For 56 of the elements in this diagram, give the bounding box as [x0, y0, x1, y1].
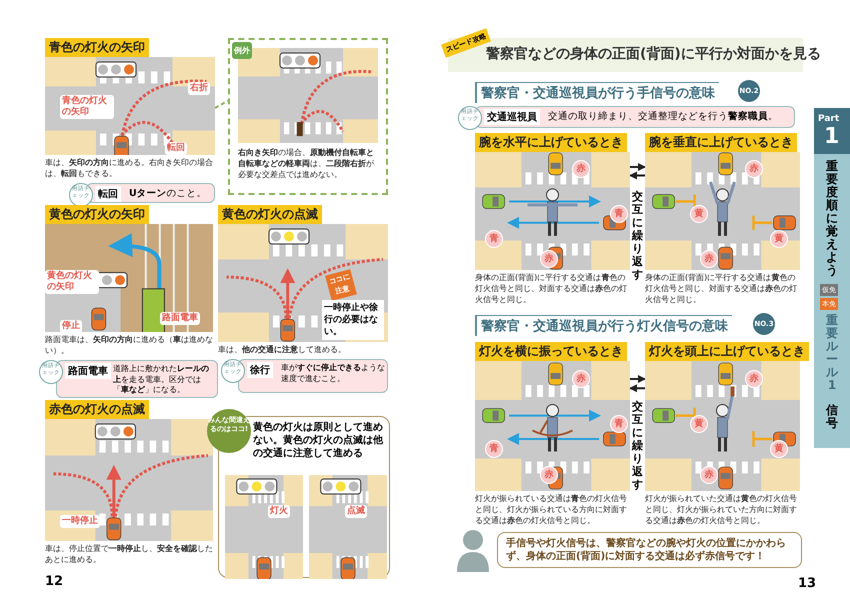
caption-text: 灯火が振られている交通は青色の灯火信号と同じ、灯火が振られている方向に対面する交通は赤色の灯火信号と同じ。	[475, 493, 628, 526]
vertical-note: 交互に繰り返す	[631, 190, 644, 281]
connector-line	[630, 163, 646, 171]
speech-bubble	[497, 532, 802, 568]
drawing-label: 路面電車	[160, 312, 200, 325]
tab-vertical-text: 信号	[825, 404, 839, 430]
section-heading: 灯火を頭上に上げているとき	[645, 342, 809, 361]
caption-text: 車は、他の交通に注意して進める。	[218, 344, 347, 355]
term-word: 交通巡視員	[484, 109, 540, 125]
connector-line	[629, 172, 645, 180]
caption-text: 身体の正面(背面)に平行する交通は青色の灯火信号と同じ、対面する交通は赤色の灯火信号と同じ。	[475, 272, 628, 305]
caption-text: 身体の正面(背面)に平行する交通は黄色の灯火信号と同じ、対面する交通は赤色の灯火信号と同じ。	[645, 272, 798, 305]
page-number: 12	[45, 576, 64, 587]
drawing-label: 一時停止	[60, 515, 100, 528]
caption-text: 右向き矢印の場合、原動機付自転車と自転車などの軽車両は、二段階右折が必要な交差点では進めない。	[238, 147, 375, 180]
term-definition: 車がすぐに停止できるような速度で進むこと。	[281, 363, 385, 384]
tab-number: 1	[824, 124, 840, 149]
caption-text: 車は、停止位置で一時停止し、安全を確認したあとに進める。	[45, 543, 213, 565]
section-heading: 黄色の灯火の矢印	[45, 205, 149, 224]
drawing-label: 右折	[188, 82, 210, 95]
drawing-label: 青色の灯火の矢印	[60, 95, 114, 119]
connector-line	[214, 100, 228, 109]
term-word: 徐行	[247, 362, 273, 378]
vertical-note: 交互に繰り返す	[631, 400, 644, 491]
section-heading: 腕を垂直に上げているとき	[645, 133, 797, 152]
caption-text: 灯火が振られていた交通は黄色の灯火信号と同じ、灯火が振られていた方向に対面する交通は赤色の灯火信号と同じ。	[645, 493, 798, 526]
term-word: 転回	[95, 186, 121, 202]
caption-text: 車は、矢印の方向に進める。右向き矢印の場合は、転回もできる。	[45, 157, 214, 179]
drawing-label: 転回	[165, 142, 187, 155]
exception-card	[228, 38, 388, 195]
term-definition: 交通の取り締まり、交通整理などを行う警察職員。	[548, 110, 779, 123]
section-heading: 青色の灯火の矢印	[45, 38, 149, 57]
drawing-label: 点滅	[345, 505, 367, 518]
connector-line	[630, 375, 646, 383]
drawing-label: 灯火	[268, 505, 290, 518]
tab-vertical-text: 重要度順に覚えよう	[825, 160, 839, 277]
bubble-text: 手信号や灯火信号は、警察官などの腕や灯火の位置にかかわらず、身体の正面(背面)に対面する交通は必ず赤信号です！	[506, 537, 787, 563]
exception-badge: 例外	[232, 42, 252, 59]
term-definition: 道路上に敷かれたレールの上を走る電車。区分では「車など」になる。	[113, 364, 210, 396]
tab-vertical-text: 重要ルール1	[825, 314, 839, 392]
connector-line	[629, 384, 645, 392]
drawing-label: 黄色の灯火の矢印	[45, 270, 99, 294]
section-heading: 灯火を横に振っているとき	[475, 342, 627, 361]
term-word: 路面電車	[65, 363, 111, 379]
tab-part-label: Part	[818, 114, 840, 124]
page-number: 13	[798, 578, 816, 589]
caption-text: 路面電車は、矢印の方向に進める（車は進めない）。	[45, 334, 213, 356]
section-heading: 腕を水平に上げているとき	[475, 133, 627, 152]
term-definition: Uターンのこと。	[129, 187, 208, 200]
section-heading: 警察官・交通巡視員が行う灯火信号の意味	[475, 315, 732, 336]
chapter-tab	[814, 108, 850, 448]
drawing-label: 停止	[60, 320, 82, 333]
tip-text: 黄色の灯火は原則として進めない。黄色の灯火の点滅は他の交通に注意して進める	[253, 421, 384, 460]
drawing-note: 一時停止や徐行の必要はない。	[322, 300, 384, 340]
section-heading: 赤色の灯火の点滅	[45, 400, 149, 419]
section-heading: 黄色の灯火の点滅	[218, 205, 322, 224]
